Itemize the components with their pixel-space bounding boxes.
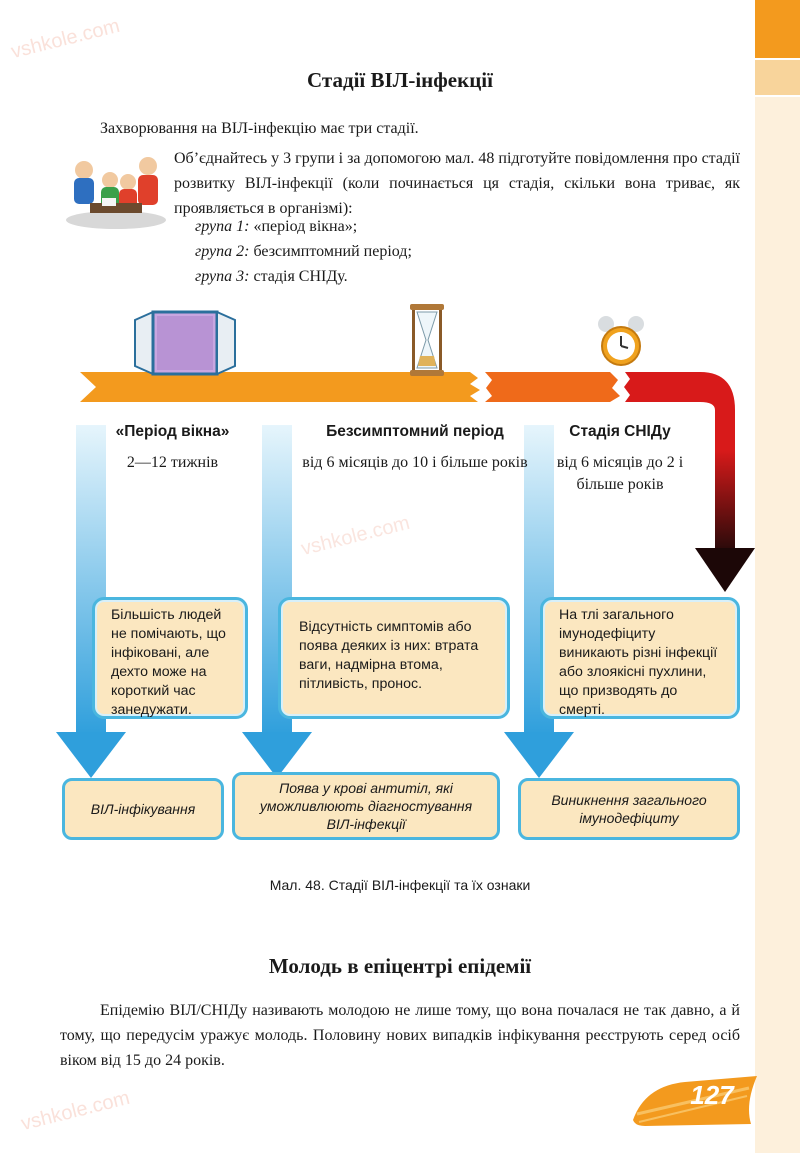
figure-caption: Мал. 48. Стадії ВІЛ-інфекції та їх ознак… bbox=[269, 877, 531, 893]
section-title-stages: Стадії ВІЛ-інфекції bbox=[307, 68, 493, 92]
group-item-1: група 1: «період вікна»; bbox=[195, 218, 358, 235]
hourglass-icon bbox=[410, 304, 444, 376]
stage-duration-3: від 6 місяців до 2 і більше років bbox=[556, 454, 684, 493]
stage-description-2: Відсутність симптомів або поява деяких і… bbox=[278, 597, 510, 719]
timeline-arrow bbox=[80, 372, 755, 592]
intro-text: Захворювання на ВІЛ-інфекцію має три ста… bbox=[100, 120, 419, 137]
stage-outcome-2: Поява у крові антитіл, які уможливлюють … bbox=[232, 772, 500, 840]
watermark: vshkole.com bbox=[18, 1086, 133, 1136]
stage-description-3: На тлі загального імунодефіциту виникают… bbox=[540, 597, 740, 719]
stage-duration-2: від 6 місяців до 10 і більше років bbox=[302, 454, 528, 471]
page-number: 127 bbox=[690, 1080, 734, 1110]
stage-outcome-1: ВІЛ-інфікування bbox=[62, 778, 224, 840]
stage-outcome-3: Виникнення загального імунодефіциту bbox=[518, 778, 740, 840]
side-tabs bbox=[755, 0, 800, 1153]
window-icon bbox=[134, 310, 236, 376]
page-number-badge bbox=[633, 1076, 757, 1126]
stage-duration-1: 2—12 тижнів bbox=[126, 454, 219, 471]
students-group-icon bbox=[66, 157, 166, 229]
task-text: Об’єднайтесь у 3 групи і за допомогою ма… bbox=[174, 150, 740, 217]
group-item-3: група 3: стадія СНІДу. bbox=[195, 268, 348, 285]
group-item-2: група 2: безсимптомний період; bbox=[195, 243, 412, 260]
stage-title-2: Безсимптомний період bbox=[326, 423, 504, 440]
stage-title-3: Стадія СНІДу bbox=[569, 423, 671, 440]
stage-title-1: «Період вікна» bbox=[115, 423, 230, 440]
section-title-youth: Молодь в епіцентрі епідемії bbox=[268, 954, 532, 978]
stage-description-1: Більшість людей не помічають, що інфіков… bbox=[92, 597, 248, 719]
stages-diagram bbox=[56, 304, 755, 778]
watermark: vshkole.com bbox=[8, 14, 123, 64]
blue-arrow-2 bbox=[242, 425, 312, 778]
alarm-clock-icon bbox=[598, 316, 644, 366]
youth-text: Епідемію ВІЛ/СНІДу називають молодою не … bbox=[60, 1002, 740, 1069]
